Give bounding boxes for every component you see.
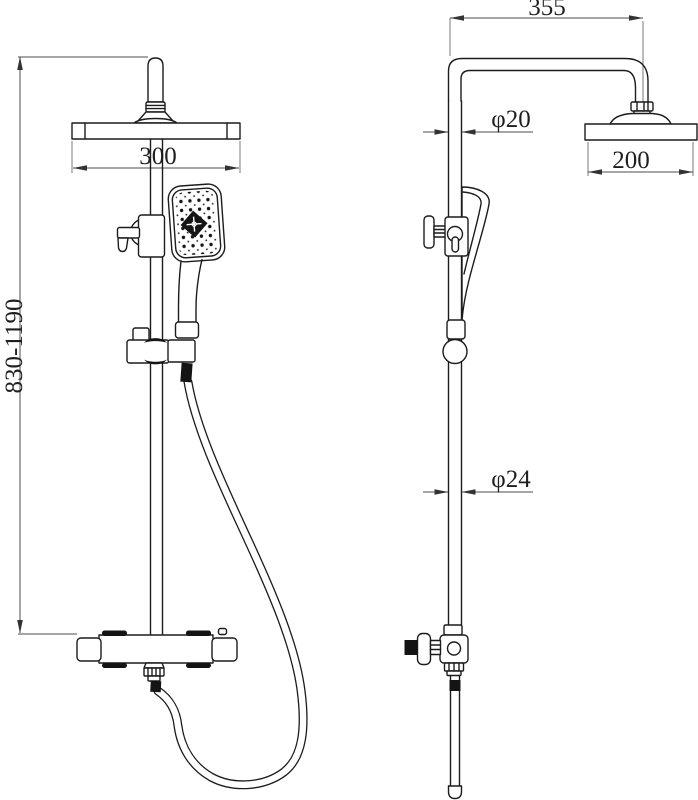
thermostatic-valve-front: [76, 627, 238, 693]
valve-knob-disc-side: [416, 632, 432, 666]
shower-arm-side: [447, 57, 649, 103]
valve-right-knob-front: [211, 637, 238, 662]
dimension-head-width-front: 300: [71, 141, 241, 173]
dim-upper-pipe-label: φ20: [491, 106, 530, 133]
dimension-arm-reach: 355: [449, 0, 644, 102]
overhead-shower-head-side: [584, 101, 698, 141]
upper-bracket-front: [116, 214, 166, 258]
shower-hose-side: [447, 674, 463, 800]
slider-holder-front: [126, 327, 196, 365]
hose-band-side: [449, 680, 461, 691]
shower-hose-front: [153, 362, 308, 790]
hose-end-cap-side: [447, 785, 463, 800]
valve-left-knob-front: [76, 637, 102, 662]
hand-shower-side: [442, 186, 490, 365]
front-view-drawing: 830-1190 300: [1, 56, 308, 790]
riser-pole-front: [149, 138, 164, 636]
bracket-knob-disc: [423, 215, 435, 249]
valve-button-front: [217, 627, 228, 636]
hose-nut-band-bottom: [150, 680, 162, 693]
dimension-upper-pipe: φ20: [423, 106, 533, 135]
top-pipe-stub-front: [133, 57, 178, 124]
side-view-drawing: 355 φ20: [404, 0, 698, 800]
dim-lower-pipe-label: φ24: [491, 466, 531, 493]
dimension-height-range: 830-1190: [1, 56, 148, 635]
thermostatic-valve-side: [404, 624, 469, 677]
dim-arm-reach-label: 355: [528, 0, 566, 21]
dim-head-diameter-side-label: 200: [612, 147, 650, 174]
dimension-head-diameter-side: 200: [587, 142, 694, 176]
hand-shower-ball-joint: [442, 338, 468, 365]
riser-pole-side: [447, 100, 463, 636]
hand-shower-handle-end: [174, 321, 200, 339]
dim-height-range-label: 830-1190: [1, 299, 28, 394]
overhead-shower-head-front: [71, 122, 241, 140]
hose-nut-band-top: [180, 362, 193, 383]
dimension-lower-pipe: φ24: [423, 466, 533, 495]
valve-knob-cap-side: [404, 640, 418, 655]
slider-bracket-side: [423, 215, 469, 257]
dim-head-width-front-label: 300: [139, 143, 177, 170]
hand-shower-front: [167, 183, 226, 339]
